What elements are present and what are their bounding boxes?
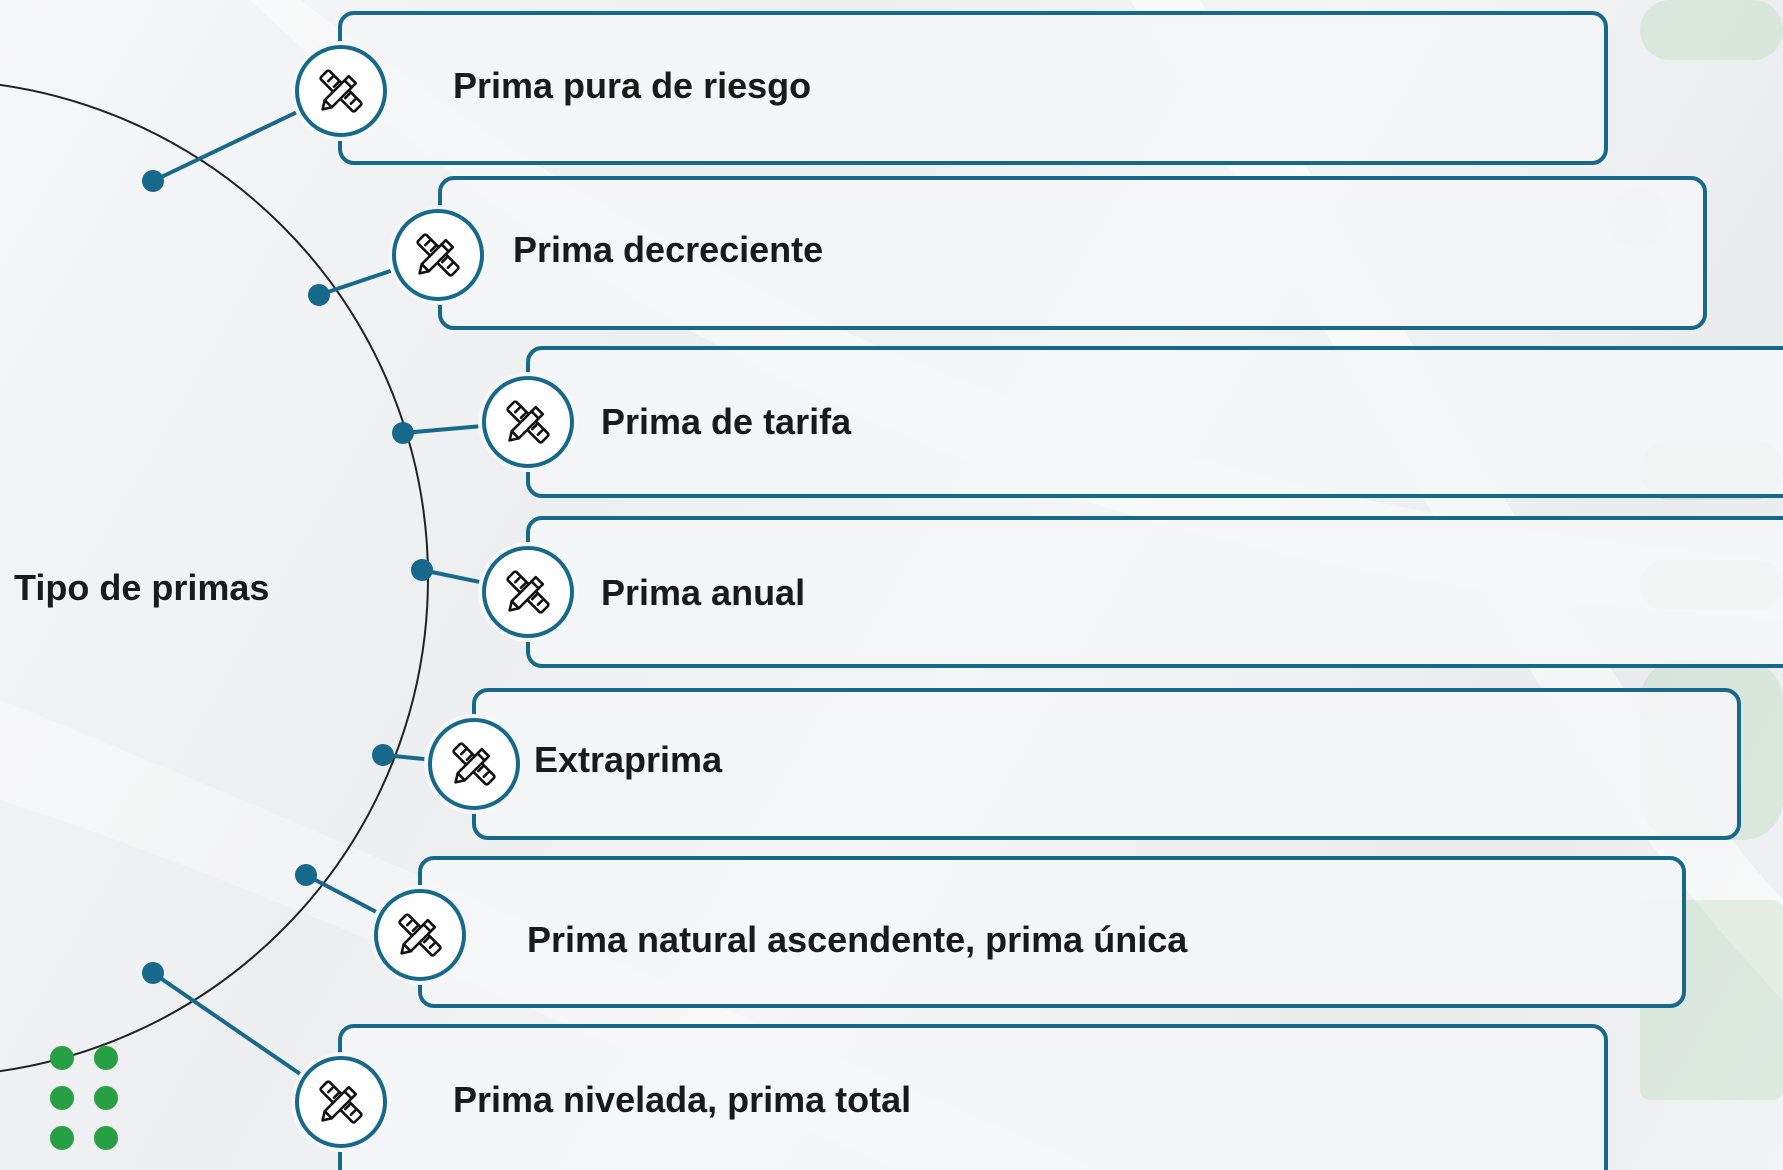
connector-dot-5 xyxy=(372,744,394,766)
pencil-ruler-icon xyxy=(319,1080,363,1124)
connector-dot-2 xyxy=(308,284,330,306)
connector-line-3 xyxy=(401,423,487,435)
connector-line-7 xyxy=(151,971,307,1080)
connector-line-1 xyxy=(151,107,304,183)
connector-line-6 xyxy=(304,873,384,917)
pencil-ruler-icon xyxy=(416,233,460,277)
item-label-6: Prima natural ascendente, prima única xyxy=(527,919,1188,960)
pencil-ruler-icon xyxy=(398,913,442,957)
item-label-5: Extraprima xyxy=(534,739,723,780)
pencil-ruler-icon xyxy=(506,400,550,444)
pencil-ruler-icon xyxy=(506,570,550,614)
connector-dot-1 xyxy=(142,170,164,192)
item-label-7: Prima nivelada, prima total xyxy=(453,1079,912,1120)
connector-dot-7 xyxy=(142,962,164,984)
connector-dot-3 xyxy=(392,422,414,444)
pencil-ruler-icon xyxy=(319,69,363,113)
decorative-dots xyxy=(44,1044,124,1164)
pencil-ruler-icon xyxy=(452,742,496,786)
connector-dot-4 xyxy=(411,559,433,581)
center-label: Tipo de primas xyxy=(14,567,270,608)
connector-line-2 xyxy=(317,267,399,297)
item-label-2: Prima decreciente xyxy=(513,229,824,270)
connector-dot-6 xyxy=(295,864,317,886)
item-label-1: Prima pura de riesgo xyxy=(453,65,812,106)
item-label-4: Prima anual xyxy=(601,572,806,613)
item-label-3: Prima de tarifa xyxy=(601,401,852,442)
